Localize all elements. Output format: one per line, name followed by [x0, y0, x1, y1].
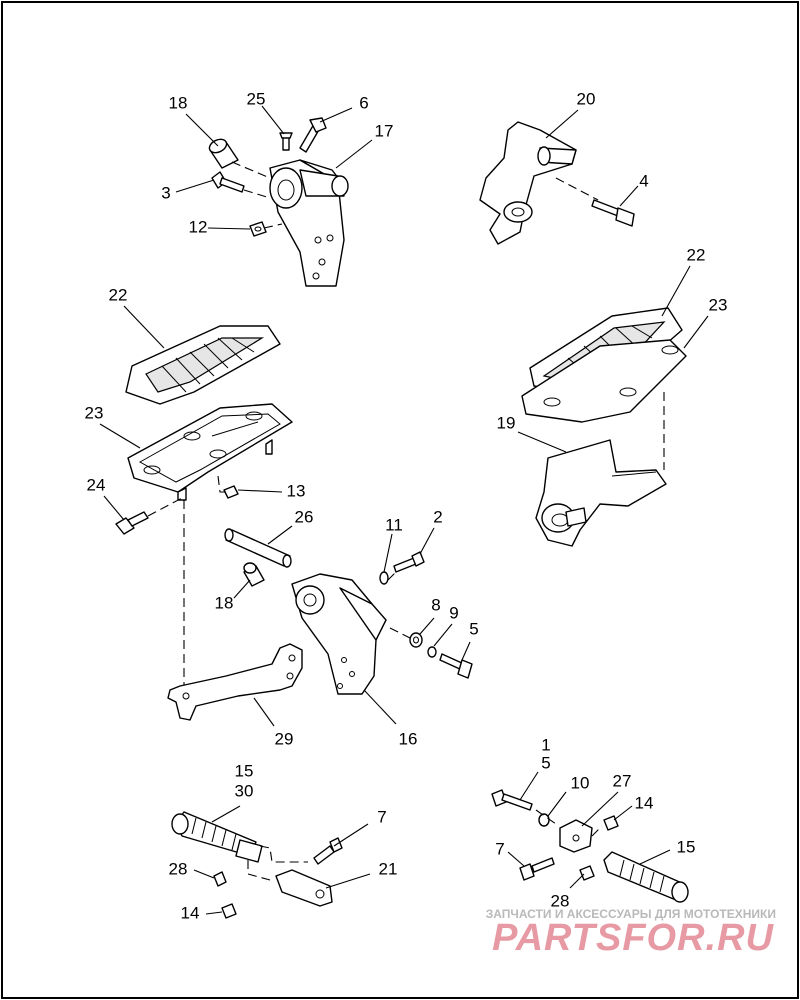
dashed-alignment — [555, 177, 599, 201]
dashed-alignment — [535, 809, 557, 825]
callout-28-right: 28 — [551, 891, 570, 910]
callout-11: 11 — [385, 515, 403, 534]
callout-6: 6 — [359, 93, 368, 112]
callout-13: 13 — [287, 481, 306, 500]
callout-30: 30 — [235, 781, 254, 800]
callout-21: 21 — [379, 859, 398, 878]
nut-part — [223, 485, 239, 499]
washer-part — [409, 632, 423, 648]
callout-15-left: 15 — [235, 761, 254, 780]
bolt-part — [439, 653, 473, 679]
callout-2: 2 — [433, 507, 442, 526]
callout-23-left: 23 — [85, 403, 104, 422]
dashed-alignment — [247, 860, 271, 881]
bolt-part — [491, 789, 533, 811]
mount-bracket-assembly — [208, 117, 349, 287]
callout-12: 12 — [189, 217, 208, 236]
dashed-alignment — [263, 223, 283, 229]
watermark-tagline: ЗАПЧАСТИ И АКСЕССУАРЫ ДЛЯ МОТОТЕХНИКИ — [486, 907, 776, 921]
callout-18-center: 18 — [215, 593, 234, 612]
callout-5-right: 5 — [541, 753, 550, 772]
callout-14-left: 14 — [181, 903, 200, 922]
nut-part — [249, 221, 267, 237]
screw-part — [115, 511, 149, 535]
callout-19: 19 — [497, 413, 516, 432]
dashed-alignment — [243, 189, 271, 199]
screw-part — [393, 551, 425, 573]
spring-part — [213, 871, 227, 887]
nut-part — [221, 903, 237, 919]
callout-18: 18 — [169, 93, 188, 112]
center-bracket-part — [291, 573, 387, 695]
callout-27: 27 — [613, 771, 632, 790]
callout-labels: 18 25 6 17 3 12 20 4 22 22 23 23 19 24 1… — [85, 89, 728, 922]
dashed-alignment — [217, 475, 226, 493]
dashed-alignment — [387, 571, 397, 581]
bolt-part — [519, 857, 555, 881]
callout-22-left: 22 — [109, 285, 128, 304]
floorboard-plate-part — [521, 339, 687, 423]
floorboard-plate-part — [127, 403, 293, 501]
callout-14-right: 14 — [635, 793, 654, 812]
callout-5-center: 5 — [469, 619, 478, 638]
dashed-alignment — [231, 161, 271, 179]
pivot-pin-part — [224, 528, 292, 568]
leader-lines — [99, 105, 709, 915]
callout-23-right: 23 — [709, 295, 728, 314]
callout-25: 25 — [247, 89, 266, 108]
footpeg-part — [603, 851, 689, 903]
left-footpeg-assembly — [171, 811, 343, 919]
washer-part — [379, 571, 389, 585]
callout-20: 20 — [577, 89, 596, 108]
callout-17: 17 — [375, 121, 394, 140]
dashed-alignment — [389, 627, 411, 639]
callout-16: 16 — [399, 729, 418, 748]
center-bracket-assembly — [224, 528, 473, 695]
lock-washer-part — [427, 646, 437, 658]
dashed-alignment — [259, 845, 308, 863]
callout-1: 1 — [541, 735, 550, 754]
callout-29: 29 — [275, 729, 294, 748]
right-floorboard-assembly — [521, 307, 687, 547]
callout-9: 9 — [449, 603, 458, 622]
support-bracket-part — [535, 439, 667, 547]
bolt-part — [591, 199, 635, 227]
callout-3: 3 — [161, 183, 170, 202]
bolt-part — [299, 117, 327, 153]
clevis-part — [275, 869, 333, 907]
right-footpeg-assembly — [491, 789, 689, 903]
watermark: ЗАПЧАСТИ И АКСЕССУАРЫ ДЛЯ МОТОТЕХНИКИ PA… — [486, 907, 776, 959]
rubber-pad-part — [125, 325, 281, 405]
callout-7-right: 7 — [495, 839, 504, 858]
callout-7-left: 7 — [377, 807, 386, 826]
callout-8: 8 — [431, 595, 440, 614]
clevis-part — [559, 819, 593, 853]
bolt-part — [211, 171, 245, 193]
callout-15-right: 15 — [677, 837, 696, 856]
callout-26: 26 — [295, 507, 314, 526]
dashed-alignment — [147, 497, 183, 517]
spring-part — [579, 865, 595, 881]
bushing-part — [208, 138, 239, 169]
dashed-alignment — [591, 825, 603, 837]
callout-28-left: 28 — [169, 859, 188, 878]
bolt-part — [313, 837, 343, 865]
left-floorboard-assembly — [115, 325, 293, 692]
brace-part — [167, 643, 303, 721]
callout-24: 24 — [87, 475, 106, 494]
washer-part — [538, 813, 550, 827]
callout-4: 4 — [639, 171, 648, 190]
bracket-part — [269, 159, 349, 287]
footpeg-part — [171, 811, 263, 863]
support-bracket-assembly — [479, 121, 635, 245]
support-bracket-part — [479, 121, 577, 245]
callout-10: 10 — [571, 773, 590, 792]
callout-22-right: 22 — [687, 245, 706, 264]
watermark-logo: PARTSFOR.RU — [492, 917, 774, 959]
stud-part — [279, 132, 293, 151]
